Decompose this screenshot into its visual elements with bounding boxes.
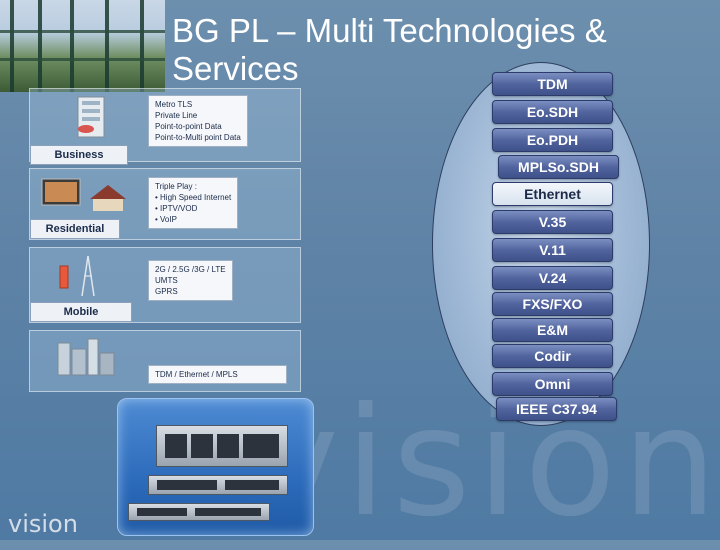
fence-bar	[105, 0, 109, 92]
description-line: Metro TLS	[155, 100, 193, 109]
fence-bar	[38, 0, 42, 92]
segment-panel-business: Business Metro TLS Private Line Point-to…	[29, 88, 301, 165]
segment-description: Triple Play : • High Speed Internet • IP…	[148, 177, 239, 229]
segment-description: Metro TLS Private Line Point-to-point Da…	[148, 95, 248, 147]
office-building-icon	[77, 96, 105, 138]
tech-item-eo-sdh: Eo.SDH	[492, 100, 613, 124]
equipment-chassis	[156, 425, 288, 467]
home-tv-icon	[41, 178, 126, 211]
fence-bar	[140, 0, 144, 92]
tech-item-eo-pdh: Eo.PDH	[492, 128, 613, 152]
segment-panel-residential: Residential Triple Play : • High Speed I…	[29, 168, 301, 240]
fence-bar	[10, 0, 14, 92]
city-buildings-icon	[57, 338, 115, 376]
description-line: GPRS	[155, 287, 178, 296]
equipment-chassis	[148, 475, 288, 495]
tech-item-e-and-m: E&M	[492, 318, 613, 342]
tech-item-ethernet: Ethernet	[492, 182, 613, 206]
tech-item-omni: Omni	[492, 372, 613, 396]
description-line: TDM / Ethernet / MPLS	[155, 370, 238, 379]
description-line: Private Line	[155, 111, 198, 120]
tech-item-v24: V.24	[492, 266, 613, 290]
segment-description: 2G / 2.5G /3G / LTE UMTS GPRS	[148, 260, 233, 301]
tech-item-v35: V.35	[492, 210, 613, 234]
tech-item-ieee-c37-94: IEEE C37.94	[496, 397, 617, 421]
tech-item-fxs-fxo: FXS/FXO	[492, 292, 613, 316]
segment-panel-mobile: Mobile 2G / 2.5G /3G / LTE UMTS GPRS	[29, 247, 301, 323]
description-line: UMTS	[155, 276, 178, 285]
segment-panel-core: TDM / Ethernet / MPLS	[29, 330, 301, 392]
description-line: 2G / 2.5G /3G / LTE	[155, 265, 226, 274]
tech-item-tdm: TDM	[492, 72, 613, 96]
fence-rail	[0, 30, 165, 33]
cell-tower-icon	[59, 255, 95, 297]
watermark-text: vision	[250, 376, 720, 550]
tech-item-codir: Codir	[492, 344, 613, 368]
header-photo	[0, 0, 165, 92]
segment-label: Business	[30, 145, 128, 165]
fence-rail	[0, 58, 165, 61]
equipment-chassis	[128, 503, 270, 521]
description-line: • VoIP	[155, 215, 177, 224]
fence-bar	[70, 0, 74, 92]
tech-item-v11: V.11	[492, 238, 613, 262]
description-line: • IPTV/VOD	[155, 204, 198, 213]
description-line: Triple Play :	[155, 182, 197, 191]
slide-title: BG PL – Multi Technologies & Services	[172, 12, 607, 87]
description-line: • High Speed Internet	[155, 193, 232, 202]
brand-logo: vision	[8, 510, 78, 538]
description-line: Point-to-Multi point Data	[155, 133, 241, 142]
segment-label: Mobile	[30, 302, 132, 322]
equipment-image	[117, 398, 314, 536]
description-line: Point-to-point Data	[155, 122, 222, 131]
segment-label: Residential	[30, 219, 120, 239]
tech-item-mpls-o-sdh: MPLSo.SDH	[498, 155, 619, 179]
segment-description: TDM / Ethernet / MPLS	[148, 365, 287, 384]
